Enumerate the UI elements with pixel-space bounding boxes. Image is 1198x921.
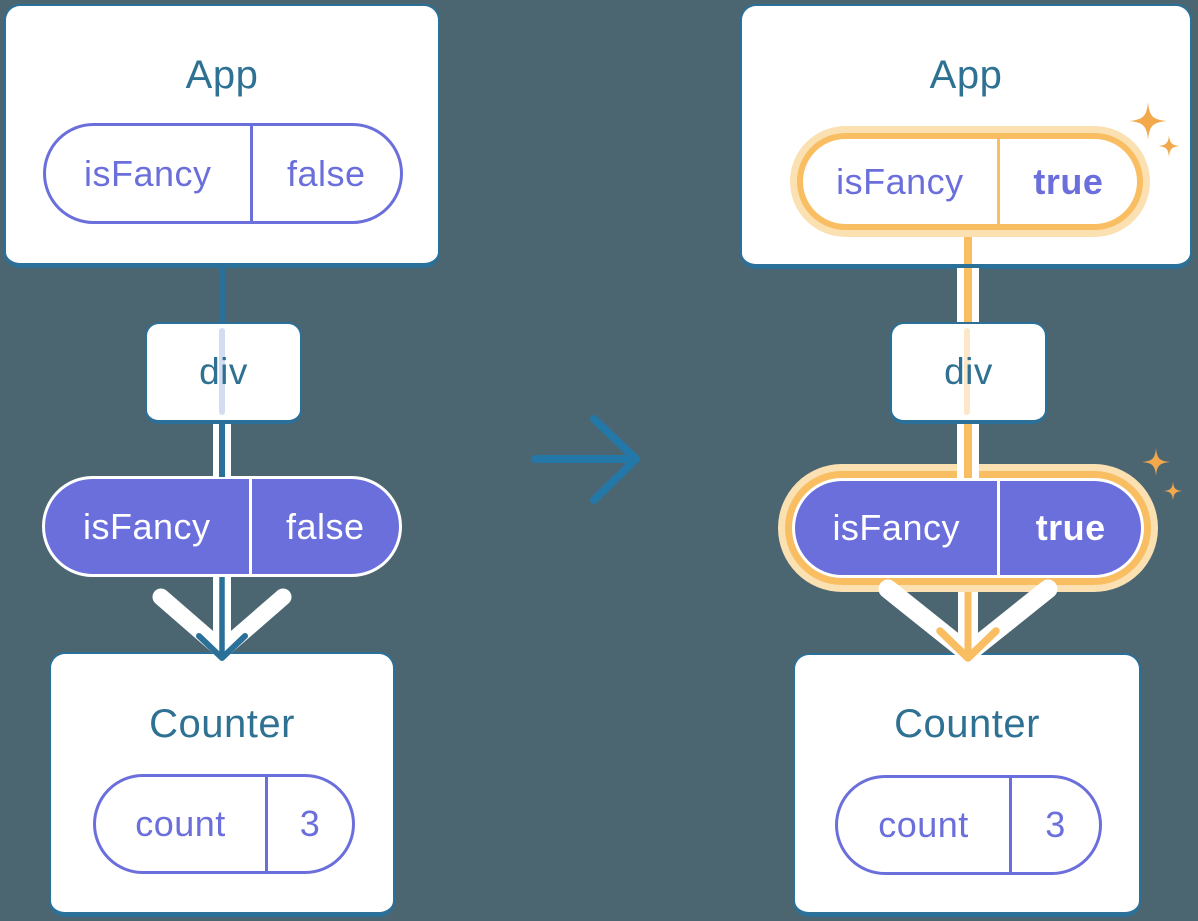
app-title: App <box>929 53 1003 97</box>
div-card-before: div <box>145 322 302 424</box>
tree-edge-app-div <box>219 266 225 323</box>
app-title: App <box>185 53 259 97</box>
sparkle-icon <box>1142 448 1183 501</box>
state-value-cell: 3 <box>299 803 321 844</box>
state-value-cell: 3 <box>1045 804 1066 845</box>
prop-name-cell: isFancy <box>803 139 1000 224</box>
prop-flow-line <box>964 328 970 415</box>
div-card-after: div <box>890 322 1047 424</box>
app-card-after: App isFancy true <box>740 4 1192 269</box>
prop-value-cell: true <box>1035 507 1106 548</box>
prop-value-cell: false <box>287 152 366 194</box>
prop-name-cell: isFancy <box>795 481 1001 575</box>
prop-value-cell: false <box>286 505 365 547</box>
app-props-pill: isFancy false <box>43 123 403 224</box>
state-name-cell: count <box>96 777 268 871</box>
prop-edge-inside-app <box>964 235 972 264</box>
prop-name-cell: isFancy <box>46 126 253 221</box>
counter-state-pill: count 3 <box>93 774 355 874</box>
counter-title: Counter <box>149 702 295 746</box>
state-name-cell: count <box>838 778 1012 872</box>
app-props-pill-highlighted: isFancy true <box>797 133 1143 230</box>
prop-flow-line <box>219 328 225 415</box>
app-card-before: App isFancy false <box>4 4 440 268</box>
prop-name-cell: isFancy <box>45 479 252 574</box>
counter-card-after: Counter count 3 <box>793 653 1141 917</box>
prop-value-cell: true <box>1033 160 1104 202</box>
div-label: div <box>944 351 993 392</box>
div-label: div <box>199 351 248 392</box>
prop-pipe-div-pill <box>213 424 231 477</box>
down-arrow-icon <box>152 577 292 661</box>
counter-title: Counter <box>894 702 1040 746</box>
counter-state-pill: count 3 <box>835 775 1102 875</box>
counter-card-before: Counter count 3 <box>49 652 395 917</box>
down-arrow-icon <box>878 579 1058 663</box>
passed-prop-pill: isFancy false <box>42 476 402 577</box>
right-arrow-icon <box>531 415 640 504</box>
passed-prop-pill-highlighted: isFancy true <box>792 478 1144 578</box>
prop-pipe-div-pill <box>957 424 979 478</box>
prop-pipe-app-div <box>957 268 979 322</box>
